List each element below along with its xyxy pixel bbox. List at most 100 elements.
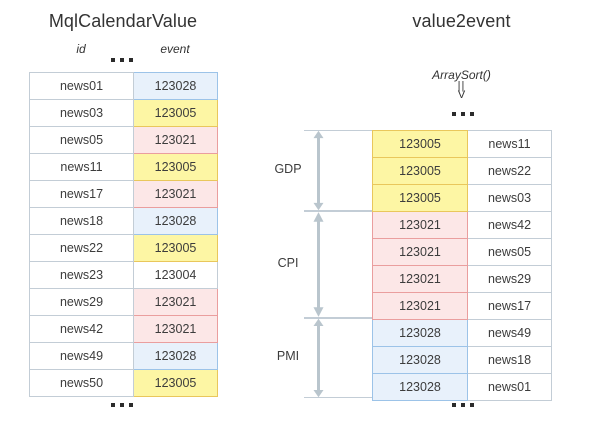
cell-event: 123021: [133, 180, 218, 208]
cell-event: 123005: [133, 99, 218, 127]
cell-id: news23: [29, 261, 134, 289]
right-table-ellipsis-bottom: [452, 403, 474, 407]
cell-event: 123004: [133, 261, 218, 289]
cell-value: 123021: [372, 238, 468, 266]
cell-event: 123028: [133, 72, 218, 100]
cell-id: news01: [467, 373, 552, 401]
cell-event: 123028: [133, 207, 218, 235]
cell-event: 123005: [133, 234, 218, 262]
group-separator-top: [304, 130, 372, 131]
ellipsis-dot: [461, 403, 465, 407]
group-separator-bottom: [304, 317, 372, 318]
double-arrow-icon: [312, 130, 325, 211]
cell-value: 123005: [372, 157, 468, 185]
group-separator-top: [304, 211, 372, 212]
cell-value: 123021: [372, 292, 468, 320]
cell-value: 123028: [372, 319, 468, 347]
cell-id: news05: [467, 238, 552, 266]
right-panel-title: value2event: [412, 11, 511, 31]
left-panel-title: MqlCalendarValue: [48, 11, 198, 31]
ellipsis-dot: [452, 112, 456, 116]
cell-id: news18: [467, 346, 552, 374]
group-separator-bottom: [304, 210, 372, 211]
cell-id: news11: [467, 130, 552, 158]
cell-id: news17: [467, 292, 552, 320]
cell-event: 123021: [133, 315, 218, 343]
group-label: PMI: [276, 349, 300, 363]
cell-value: 123005: [372, 184, 468, 212]
cell-value: 123028: [372, 346, 468, 374]
cell-id: news42: [467, 211, 552, 239]
left-column-header-id: id: [76, 42, 86, 56]
cell-id: news17: [29, 180, 134, 208]
ellipsis-dot: [129, 403, 133, 407]
cell-event: 123021: [133, 288, 218, 316]
cell-id: news29: [29, 288, 134, 316]
ellipsis-dot: [111, 403, 115, 407]
cell-event: 123028: [133, 342, 218, 370]
arrow-head: V: [457, 89, 466, 101]
cell-event: 123005: [133, 153, 218, 181]
cell-id: news22: [29, 234, 134, 262]
cell-value: 123028: [372, 373, 468, 401]
cell-id: news29: [467, 265, 552, 293]
arrow-shaft: ||: [457, 80, 466, 92]
cell-id: news50: [29, 369, 134, 397]
group-pmi: PMI: [266, 318, 372, 398]
cell-id: news05: [29, 126, 134, 154]
cell-event: 123005: [133, 369, 218, 397]
ellipsis-dot: [111, 58, 115, 62]
group-separator-top: [304, 318, 372, 319]
ellipsis-dot: [470, 112, 474, 116]
cell-id: news49: [467, 319, 552, 347]
cell-id: news03: [29, 99, 134, 127]
left-column-header-event: event: [160, 42, 190, 56]
ellipsis-dot: [461, 112, 465, 116]
cell-id: news18: [29, 207, 134, 235]
cell-value: 123005: [372, 130, 468, 158]
double-arrow-icon: [312, 318, 325, 398]
group-separator-bottom: [304, 397, 372, 398]
ellipsis-dot: [129, 58, 133, 62]
down-arrow-icon: || V: [372, 80, 551, 101]
cell-value: 123021: [372, 211, 468, 239]
right-table-ellipsis-top: [452, 112, 474, 116]
cell-id: news11: [29, 153, 134, 181]
group-gdp: GDP: [266, 130, 372, 211]
left-table-ellipsis-bottom: [111, 403, 133, 407]
ellipsis-dot: [452, 403, 456, 407]
group-label: CPI: [277, 256, 299, 270]
cell-id: news03: [467, 184, 552, 212]
cell-id: news42: [29, 315, 134, 343]
left-table-ellipsis-top: [111, 58, 133, 62]
ellipsis-dot: [470, 403, 474, 407]
cell-id: news49: [29, 342, 134, 370]
ellipsis-dot: [120, 403, 124, 407]
cell-value: 123021: [372, 265, 468, 293]
cell-event: 123021: [133, 126, 218, 154]
